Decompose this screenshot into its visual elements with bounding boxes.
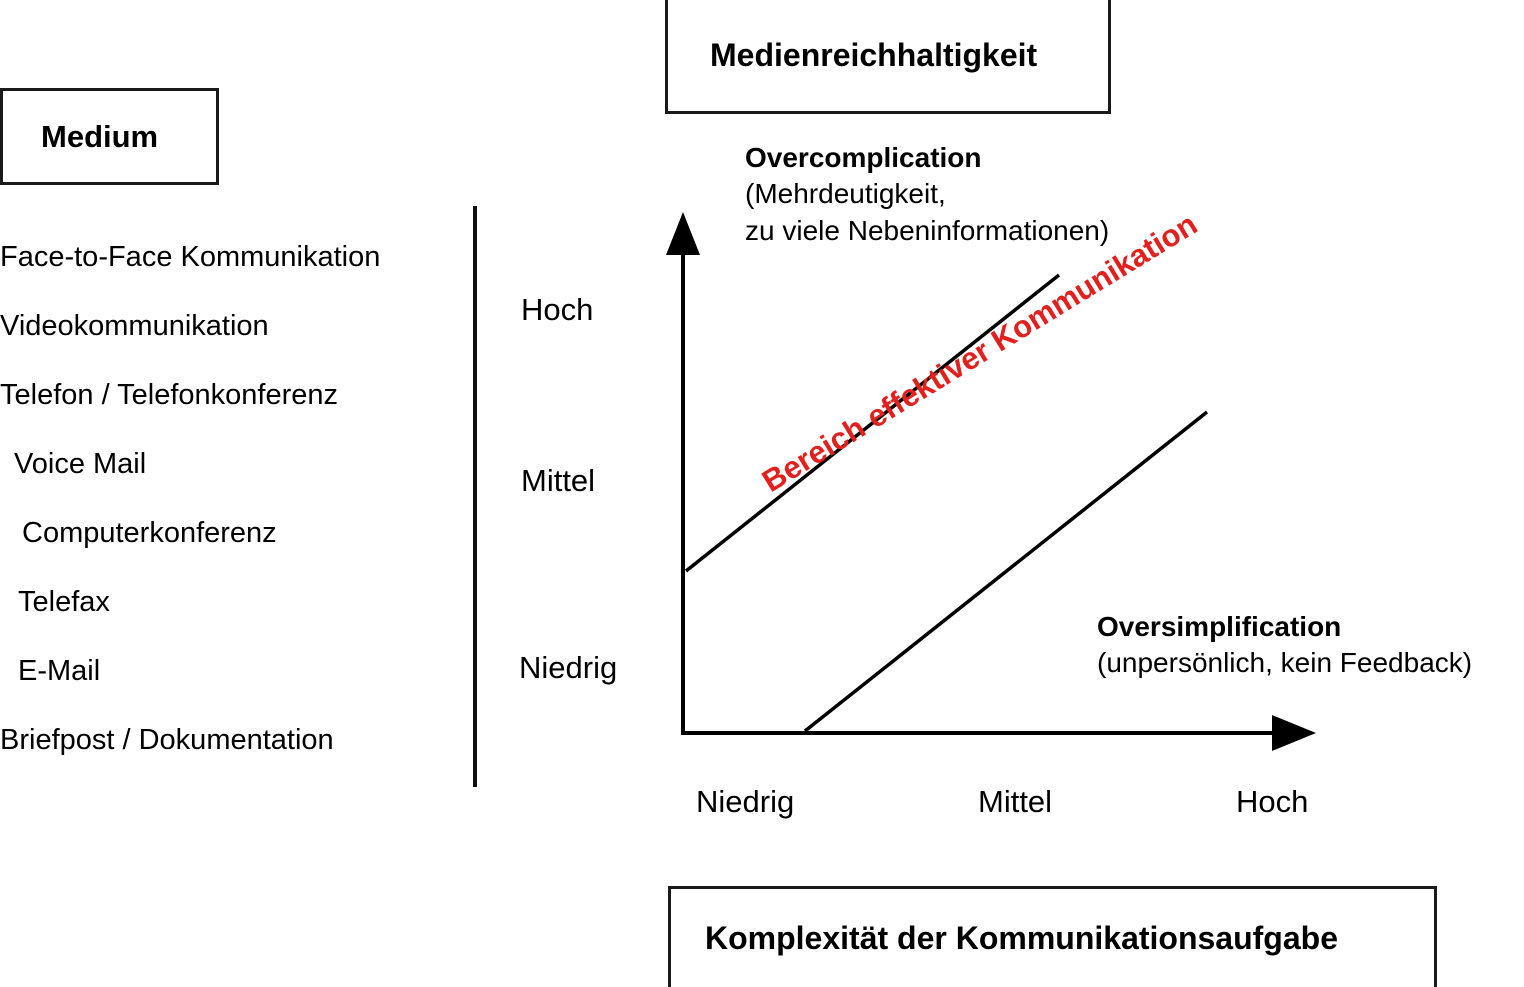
list-item: Computerkonferenz	[22, 517, 277, 549]
media-richness-title-box: Medienreichhaltigkeit	[665, 0, 1111, 114]
y-tick-niedrig: Niedrig	[519, 650, 618, 685]
x-tick-hoch: Hoch	[1236, 784, 1309, 819]
medium-title-box: Medium	[0, 88, 219, 185]
vertical-divider	[473, 206, 477, 787]
medium-title-label: Medium	[41, 118, 159, 154]
band-lower-boundary-line	[803, 410, 1209, 733]
list-item: Telefon / Telefonkonferenz	[0, 379, 339, 411]
list-item: Voice Mail	[14, 448, 147, 480]
medium-list: Face-to-Face Kommunikation Videokommunik…	[0, 243, 452, 795]
complexity-title-label: Komplexität der Kommunikationsaufgabe	[705, 919, 1338, 956]
list-item: Face-to-Face Kommunikation	[0, 241, 381, 273]
x-tick-niedrig: Niedrig	[696, 784, 795, 819]
oversimplification-line-2: (unpersönlich, kein Feedback)	[1097, 647, 1473, 679]
media-richness-title-label: Medienreichhaltigkeit	[710, 37, 1038, 73]
complexity-title-box: Komplexität der Kommunikationsaufgabe	[668, 886, 1437, 987]
y-tick-hoch: Hoch	[521, 292, 594, 327]
x-tick-mittel: Mittel	[978, 784, 1053, 819]
overcomplication-heading: Overcomplication	[745, 142, 982, 173]
oversimplification-annotation: Oversimplification (unpersönlich, kein F…	[1097, 609, 1472, 682]
list-item: E-Mail	[18, 655, 101, 687]
overcomplication-line-3: zu viele Nebeninformationen)	[745, 214, 1110, 246]
arrow-right-icon	[1272, 715, 1316, 751]
list-item: Videokommunikation	[0, 310, 269, 342]
arrow-up-icon	[666, 212, 700, 255]
list-item: Telefax	[18, 586, 110, 618]
oversimplification-heading: Oversimplification	[1097, 611, 1342, 642]
y-tick-mittel: Mittel	[521, 463, 596, 498]
effective-communication-band-label: Bereich effektiver Kommunikation	[756, 206, 1204, 499]
list-item: Briefpost / Dokumentation	[0, 724, 334, 756]
overcomplication-annotation: Overcomplication (Mehrdeutigkeit, zu vie…	[745, 140, 1109, 249]
overcomplication-line-2: (Mehrdeutigkeit,	[745, 178, 946, 210]
